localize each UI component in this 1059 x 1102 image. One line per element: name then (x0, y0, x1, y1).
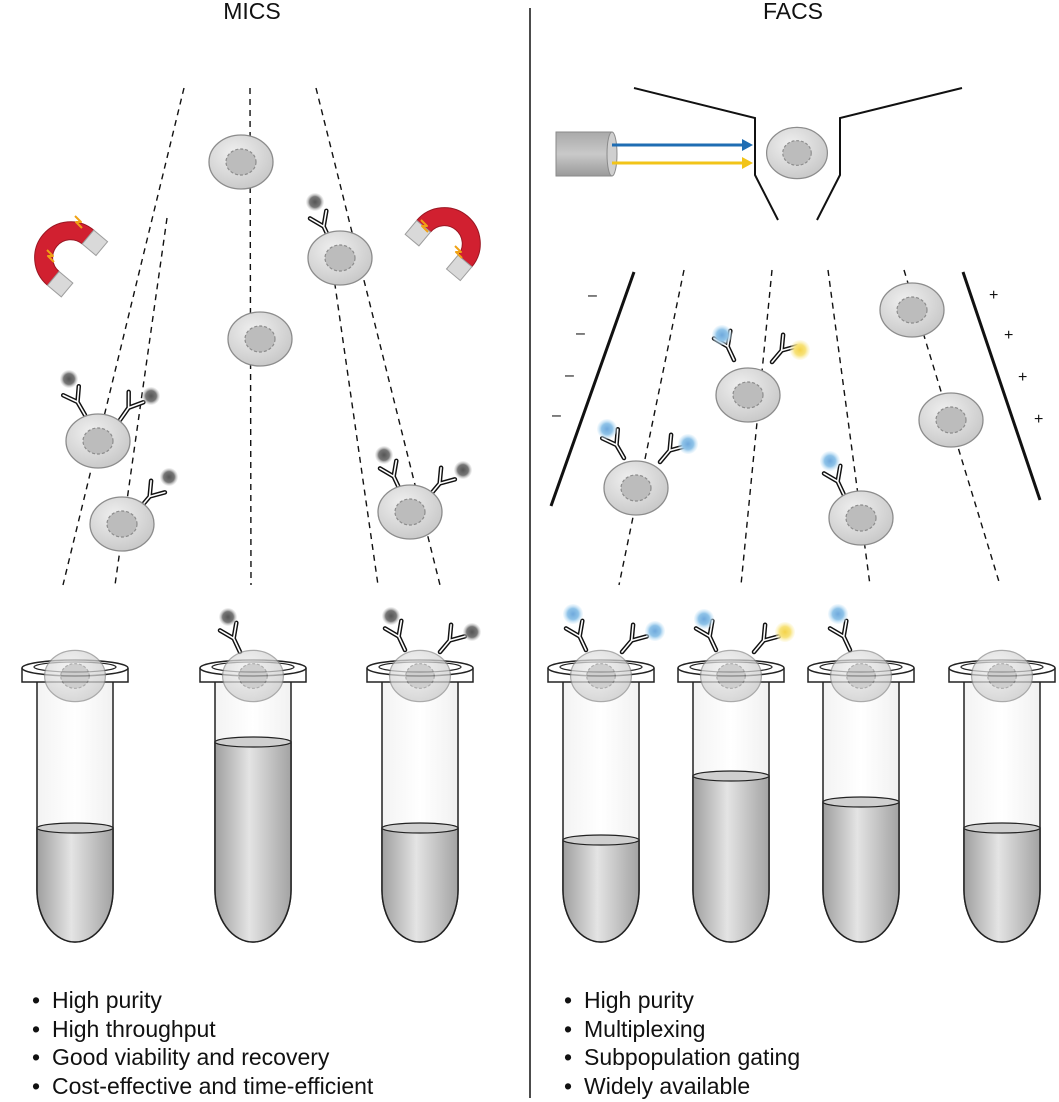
laser-beam-blue (612, 139, 753, 151)
collection-tube (366, 607, 481, 943)
mics-title: MICS (223, 0, 281, 24)
mics-benefit-item: Cost-effective and time-efficient (32, 1072, 373, 1101)
negative-charge-symbol: – (565, 367, 574, 384)
negative-charge-symbol: – (576, 325, 585, 342)
fluorophore-yellow (775, 622, 795, 642)
collection-tube (807, 604, 915, 943)
unlabeled-cell (208, 134, 274, 190)
facs-benefit-item: Multiplexing (564, 1015, 800, 1044)
magnetic-bead (375, 446, 393, 464)
negative-charge-symbol: – (588, 287, 597, 304)
magnet-icon (19, 206, 109, 298)
labeled-cell (60, 370, 160, 469)
labeled-cell (375, 446, 472, 540)
negative-deflection-plate (549, 271, 636, 507)
labeled-cell (597, 419, 698, 516)
fluorophore-blue (563, 604, 583, 624)
fluorophore-blue (712, 325, 732, 345)
collection-tube (948, 649, 1056, 943)
collection-tube (677, 609, 795, 943)
positive-charge-symbol: + (989, 287, 998, 304)
laser-source (555, 131, 618, 177)
labeled-cell (89, 468, 178, 552)
collection-tube (21, 649, 129, 943)
labeled-cell (712, 325, 810, 423)
mics-benefits-list: High purity High throughput Good viabili… (32, 986, 373, 1100)
interrogated-cell (765, 126, 829, 180)
magnetic-bead (160, 468, 178, 486)
laser-beam-yellow (612, 157, 753, 169)
facs-benefit-item: Subpopulation gating (564, 1043, 800, 1072)
mics-benefit-item: High throughput (32, 1015, 373, 1044)
positive-charge-symbol: + (1018, 369, 1027, 386)
fluorophore-blue (678, 434, 698, 454)
magnetic-bead (382, 607, 400, 625)
magnet-icon (404, 192, 496, 282)
magnetic-bead (454, 461, 472, 479)
fluorophore-blue (820, 451, 840, 471)
magnetic-bead (142, 387, 160, 405)
fluorophore-yellow (790, 340, 810, 360)
collection-tube (199, 608, 307, 943)
fluorophore-blue (645, 621, 665, 641)
negative-charge-symbol: – (552, 407, 561, 424)
flow-nozzle (633, 87, 963, 221)
mics-benefit-item: High purity (32, 986, 373, 1015)
magnetic-bead (60, 370, 78, 388)
magnetic-bead (463, 623, 481, 641)
unlabeled-cell (918, 392, 984, 448)
mics-benefit-item: Good viability and recovery (32, 1043, 373, 1072)
facs-benefit-item: Widely available (564, 1072, 800, 1101)
facs-benefit-item: High purity (564, 986, 800, 1015)
positive-charge-symbol: + (1034, 411, 1043, 428)
unlabeled-cell (227, 311, 293, 367)
magnetic-bead (219, 608, 237, 626)
collection-tube (547, 604, 665, 943)
fluorophore-blue (597, 419, 617, 439)
fluorophore-blue (694, 609, 714, 629)
labeled-cell (820, 451, 894, 546)
fluorophore-blue (828, 604, 848, 624)
labeled-cell (306, 193, 373, 286)
positive-charge-symbol: + (1004, 327, 1013, 344)
magnetic-bead (306, 193, 324, 211)
unlabeled-cell (879, 282, 945, 338)
facs-title: FACS (762, 0, 824, 24)
positive-deflection-plate (961, 271, 1042, 501)
facs-benefits-list: High purity Multiplexing Subpopulation g… (564, 986, 800, 1100)
